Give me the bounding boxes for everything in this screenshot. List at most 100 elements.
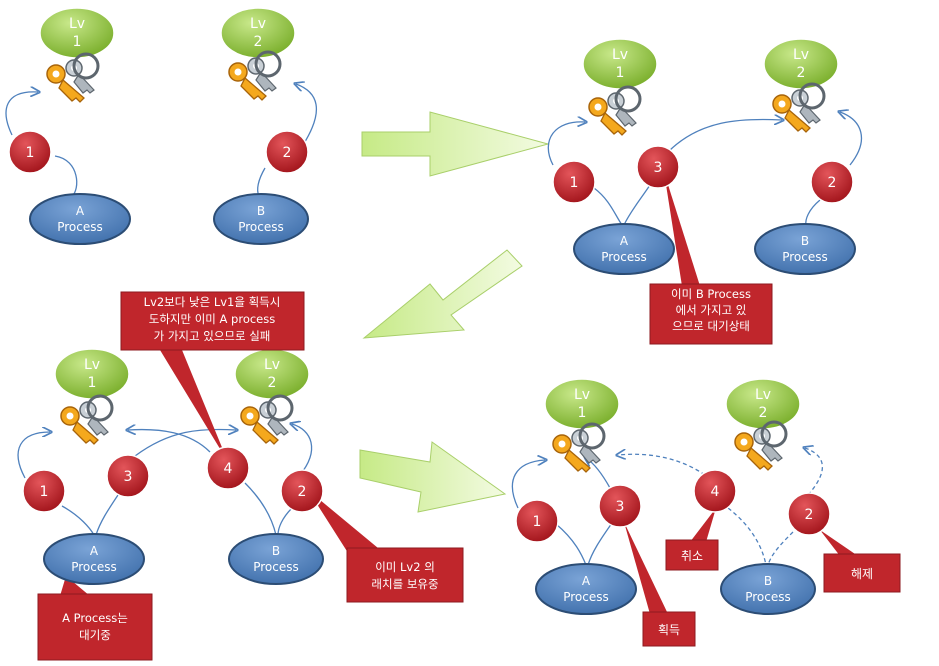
lock-lv1-label: Lv [69,16,85,32]
lock-lv2-number: 2 [759,405,768,421]
key-icon [227,50,282,102]
step-3-label: 3 [124,469,133,485]
process-a [43,533,145,585]
process-b-line1: B [272,544,280,558]
connector [623,184,651,226]
callout-pointer [820,530,858,556]
step-2 [265,130,309,174]
callout-pointer [308,490,378,556]
callout-box [823,553,901,593]
lock-lv2-label: Lv [264,357,280,373]
panel-2: Lv 1 Lv 2 1 3 2 A Process B Process 이미 B… [547,38,862,345]
step-4 [206,446,250,490]
connector [511,460,545,509]
connector [805,199,821,226]
step-4-label: 4 [711,484,720,500]
step-1-label: 1 [570,175,579,191]
connector-dashed [618,454,706,476]
connector [54,155,78,197]
step-2-label: 2 [805,507,814,523]
step-2 [787,492,831,536]
process-a-line2: Process [71,560,117,574]
step-1-label: 1 [40,484,49,500]
panel-1: Lv 1 Lv 2 1 2 A Process B Process [5,7,318,245]
callout-box [649,283,773,345]
lock-lv1-number: 1 [578,405,587,421]
process-b-line2: Process [745,590,791,604]
connector [257,167,266,197]
connector [134,429,236,457]
process-a-line1: A [90,544,99,558]
step-3-label: 3 [616,499,625,515]
connector [555,523,587,566]
callout-pointer [160,350,228,462]
key-icon [733,420,788,472]
process-a-line1: A [76,204,85,218]
connector [17,432,50,479]
callout-line: 래치를 보유중 [371,577,438,591]
process-b [228,533,324,585]
process-b [213,193,309,245]
process-a-line2: Process [601,250,647,264]
callout-line: 대기중 [79,628,111,642]
callout-acquire: 획득 [658,623,680,637]
process-a [535,563,637,615]
connector [128,430,211,453]
step-4 [693,469,737,513]
step-2 [280,469,324,513]
process-a [573,223,675,275]
callout-box [120,291,305,351]
process-b-line1: B [257,204,265,218]
step-4-label: 4 [224,461,233,477]
key-icon [587,85,642,137]
step-1 [8,130,52,174]
process-b [754,223,856,275]
process-b-line2: Process [782,250,828,264]
connector [292,424,313,476]
connector [244,482,277,536]
connector [667,119,782,153]
step-3-label: 3 [654,160,663,176]
step-3 [598,484,642,528]
callout-line: 이미 Lv2 의 [375,560,435,574]
key-icon [771,82,826,134]
step-1 [515,499,559,543]
callout-line: 도하지만 이미 A process [149,312,276,326]
connector [547,122,585,166]
step-1 [552,160,596,204]
lock-lv1-number: 1 [616,65,625,81]
process-b-line1: B [801,234,809,248]
lock-lv2-number: 2 [254,34,263,50]
step-2-label: 2 [828,175,837,191]
connector [296,84,318,146]
connector [95,494,119,536]
callout-line: A Process는 [62,611,128,625]
callout-line: 으므로 대기상태 [672,319,750,333]
process-a-line1: A [582,574,591,588]
process-a [29,193,131,245]
lock-lv1-label: Lv [84,357,100,373]
step-3 [106,454,150,498]
callout-line: 이미 B Process [671,287,751,301]
step-2-label: 2 [283,145,292,161]
panel-4: Lv 1 Lv 2 1 3 4 2 A Process B Process 취소… [511,378,901,647]
step-1-label: 1 [533,514,542,530]
step-2-label: 2 [298,484,307,500]
connector-dashed [805,448,824,496]
callout-box [37,593,153,661]
step-1-label: 1 [26,145,35,161]
process-b-line2: Process [253,560,299,574]
callout-pointer [690,508,716,542]
key-icon [239,394,294,446]
callout-cancel: 취소 [681,549,703,563]
process-a-line2: Process [563,590,609,604]
big-arrow-down-left [362,249,523,339]
lock-lv2-label: Lv [793,47,809,63]
callout-release: 해제 [851,567,873,581]
process-b-line2: Process [238,220,284,234]
big-arrow-right-2 [359,441,507,513]
key-icon [551,422,606,474]
step-2 [810,160,854,204]
connector [587,522,613,566]
